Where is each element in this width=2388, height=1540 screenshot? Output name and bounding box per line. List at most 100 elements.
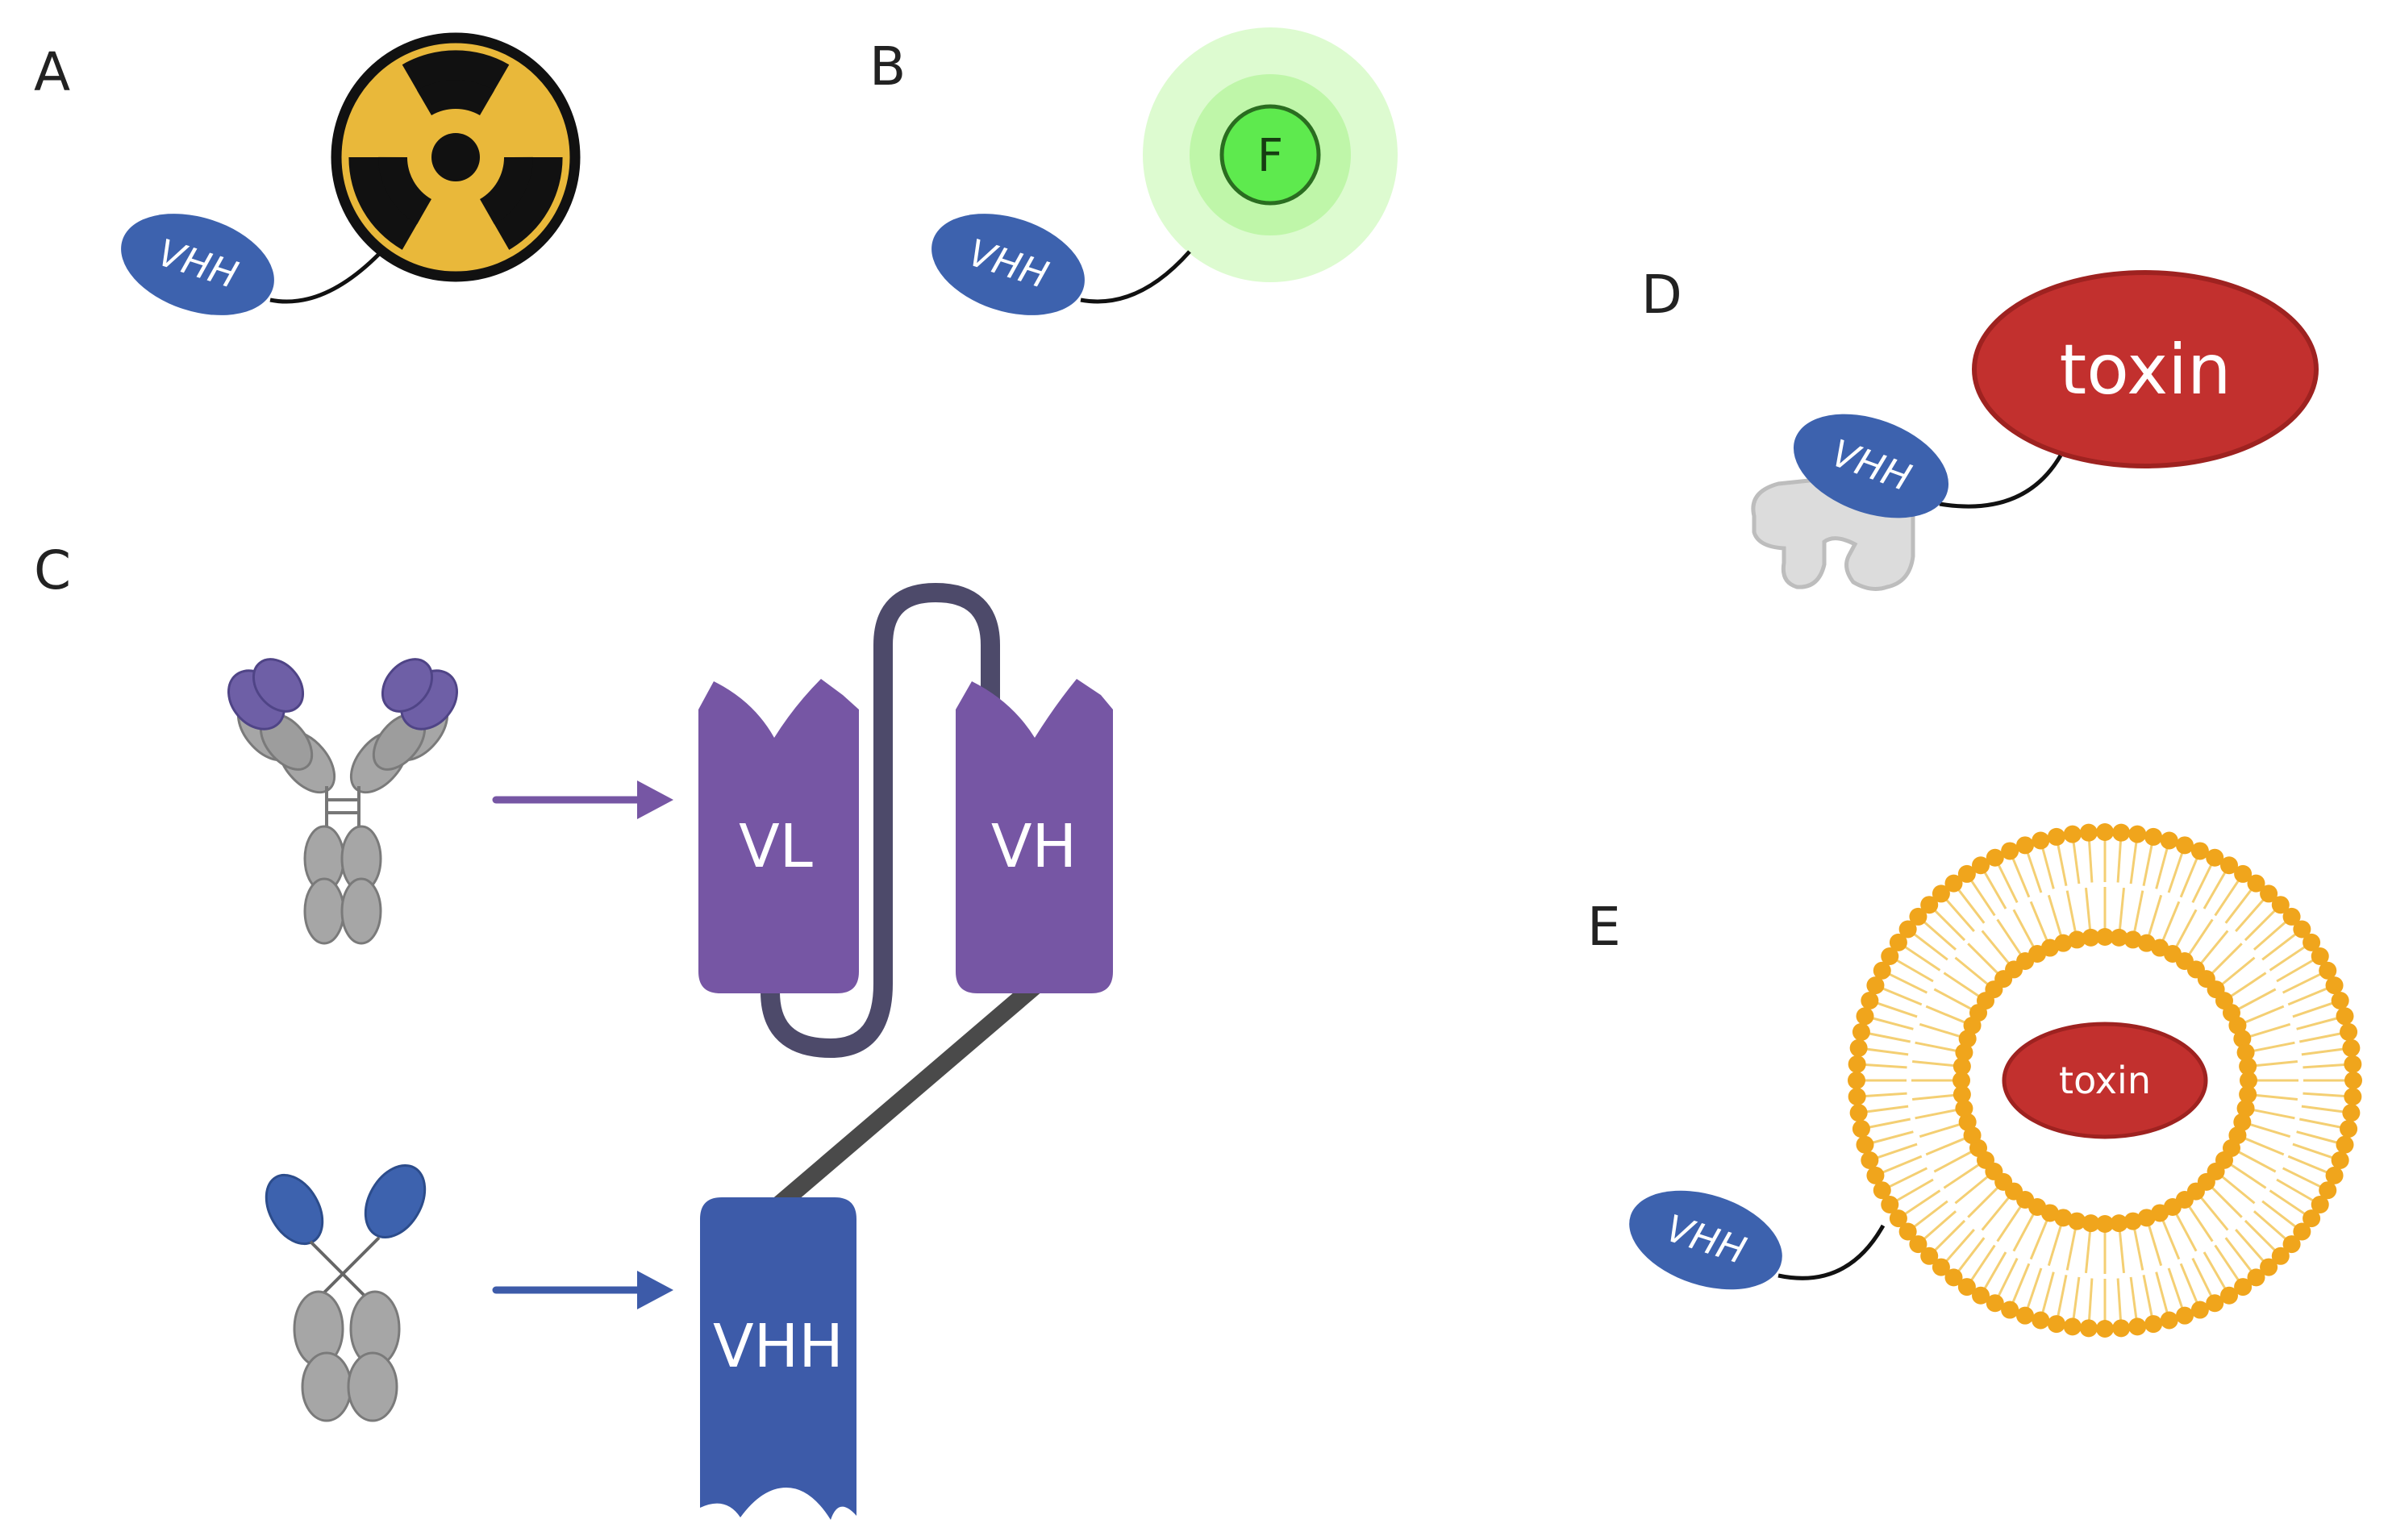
lipid-tail <box>1915 1041 1957 1052</box>
lipid-tail <box>2244 1005 2285 1024</box>
lipid-head <box>2144 1315 2163 1334</box>
lipid-tail <box>1967 1186 1999 1218</box>
lipid-tail <box>2012 909 2035 947</box>
lipid-tail <box>1943 1163 1980 1189</box>
lipid-tail <box>2167 1267 2184 1309</box>
linker <box>1080 250 1191 304</box>
lipid-tail <box>2235 898 2265 933</box>
linker <box>1939 454 2063 509</box>
lipid-tail <box>2072 1276 2081 1319</box>
lipid-head <box>1898 920 1917 939</box>
lipid-head <box>1957 864 1976 883</box>
lipid-head <box>1952 1085 1971 1104</box>
lipid-tail <box>2026 1267 2043 1309</box>
lipid-tail <box>2175 1213 2198 1252</box>
lipid-head <box>2260 884 2278 903</box>
lipid-tail <box>2253 1210 2287 1240</box>
lipid-tail <box>1996 1205 2022 1242</box>
lipid-tail <box>2041 1272 2055 1313</box>
lipid-head <box>1986 848 2004 867</box>
arrow-to-vhh <box>492 1271 673 1309</box>
lipid-head <box>1932 884 1950 903</box>
lipid-tail <box>2155 847 2169 889</box>
lipid-head <box>2079 823 2098 842</box>
lipid-tail <box>1869 1032 1911 1043</box>
lipid-heads-outer <box>1848 823 2362 1338</box>
radiation-symbol-icon <box>331 32 581 282</box>
lipid-head <box>2137 1209 2156 1227</box>
lipid-head <box>1866 1166 1885 1184</box>
lipid-head <box>1848 1088 1866 1106</box>
lipid-tail <box>2179 1263 2198 1303</box>
lipid-tail <box>2211 943 2243 975</box>
lipid-head <box>2190 1301 2209 1319</box>
lipid-head <box>2001 1301 2019 1319</box>
vhh-domain-label: VHH <box>713 1312 844 1381</box>
panel-e-label: E <box>1587 896 1621 958</box>
lipid-tail <box>2011 858 2031 898</box>
lipid-head <box>2063 825 2082 843</box>
lipid-head <box>2123 1212 2142 1230</box>
lipid-tail <box>2200 1197 2229 1231</box>
lipid-head <box>2260 1258 2278 1276</box>
lipid-head <box>2068 930 2086 949</box>
lipid-head <box>2282 1235 2301 1254</box>
lipid-tail <box>1970 880 1996 917</box>
lipid-tail <box>2255 1059 2298 1068</box>
lipid-tail <box>2065 1229 2077 1271</box>
lipid-head <box>2236 1043 2255 1062</box>
lipid-head <box>2303 933 2321 951</box>
lipid-tail <box>2191 864 2213 904</box>
lipid-head <box>2325 976 2344 995</box>
lipid-tail <box>2276 1178 2314 1202</box>
lipid-tail <box>2133 890 2144 932</box>
lipid-head <box>2319 961 2337 980</box>
panel-a: A VHH <box>34 32 581 315</box>
lipid-tail <box>2142 844 2153 887</box>
lipid-tail <box>1913 933 1948 961</box>
lipid-head <box>1849 1038 1868 1057</box>
lipid-tail <box>2244 909 2276 942</box>
panel-d: D toxin VHH <box>1641 264 2319 591</box>
lipid-tail <box>1904 946 1941 972</box>
lipid-head <box>1932 1258 1950 1276</box>
lipid-tail <box>1896 1178 1934 1202</box>
lipid-tail <box>1970 1244 1996 1281</box>
lipid-tail <box>2230 972 2267 997</box>
lipid-tail <box>2191 1257 2213 1297</box>
lipid-tail <box>2224 1237 2253 1272</box>
lipid-head <box>2176 836 2194 855</box>
lipid-tail <box>2011 1263 2031 1303</box>
panel-c: C <box>34 539 1113 1520</box>
lipid-tail <box>2276 959 2314 983</box>
lipid-head <box>2293 1222 2311 1241</box>
lipid-head <box>1920 1247 1939 1265</box>
lipid-tail <box>1913 1200 1948 1228</box>
lipid-tail <box>2292 1001 2333 1018</box>
panel-b-label: B <box>869 35 906 98</box>
lipid-tail <box>2118 888 2126 930</box>
lipid-head <box>2032 831 2050 850</box>
lipid-tail <box>1882 1155 1923 1174</box>
lipid-tail <box>1896 959 1934 983</box>
lipid-head <box>1881 1196 1899 1213</box>
lipid-head <box>2096 823 2114 841</box>
lipid-tail <box>1996 918 2022 955</box>
lipid-tail <box>2261 933 2297 961</box>
lipid-tail <box>1957 889 1986 924</box>
lipid-head <box>2342 1038 2361 1057</box>
lipid-tail <box>2249 1022 2291 1038</box>
lipid-tail <box>1865 1092 1907 1097</box>
lipid-tail <box>2253 921 2287 951</box>
lipid-head <box>1944 874 1963 893</box>
lipid-tail <box>1919 1123 1961 1138</box>
lipid-tail <box>2298 1032 2341 1043</box>
lipid-tail <box>2214 880 2240 917</box>
vhh-ellipse: VHH <box>931 214 1085 315</box>
lipid-tail <box>2296 1017 2338 1030</box>
lipid-head <box>1955 1099 1973 1118</box>
lipid-tail <box>2026 852 2043 893</box>
lipid-head <box>2082 928 2100 947</box>
linker <box>1777 1224 1886 1280</box>
vhh-ellipse: VHH <box>1793 414 1949 518</box>
